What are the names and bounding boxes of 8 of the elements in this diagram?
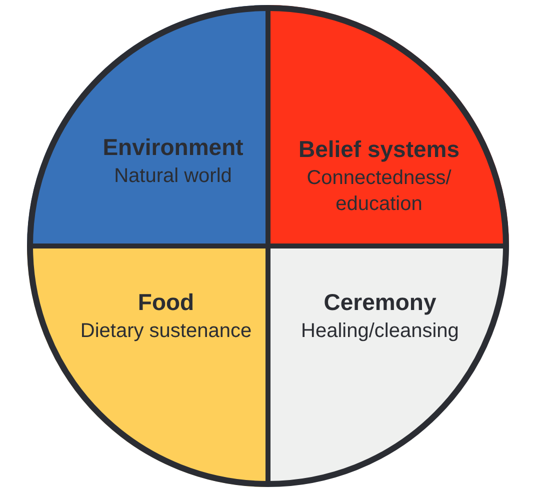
quadrant-heading: Ceremony bbox=[324, 288, 436, 316]
quadrant-description: Healing/cleansing bbox=[301, 319, 459, 344]
quadrant-heading: Belief systems bbox=[298, 135, 460, 163]
quadrant-description: Dietary sustenance bbox=[80, 319, 252, 344]
quadrant-heading: Food bbox=[138, 288, 194, 316]
quadrant-description: Connectedness/ education bbox=[306, 166, 452, 217]
quadrant-description: Natural world bbox=[114, 164, 232, 189]
quadrant-heading: Environment bbox=[102, 133, 244, 161]
